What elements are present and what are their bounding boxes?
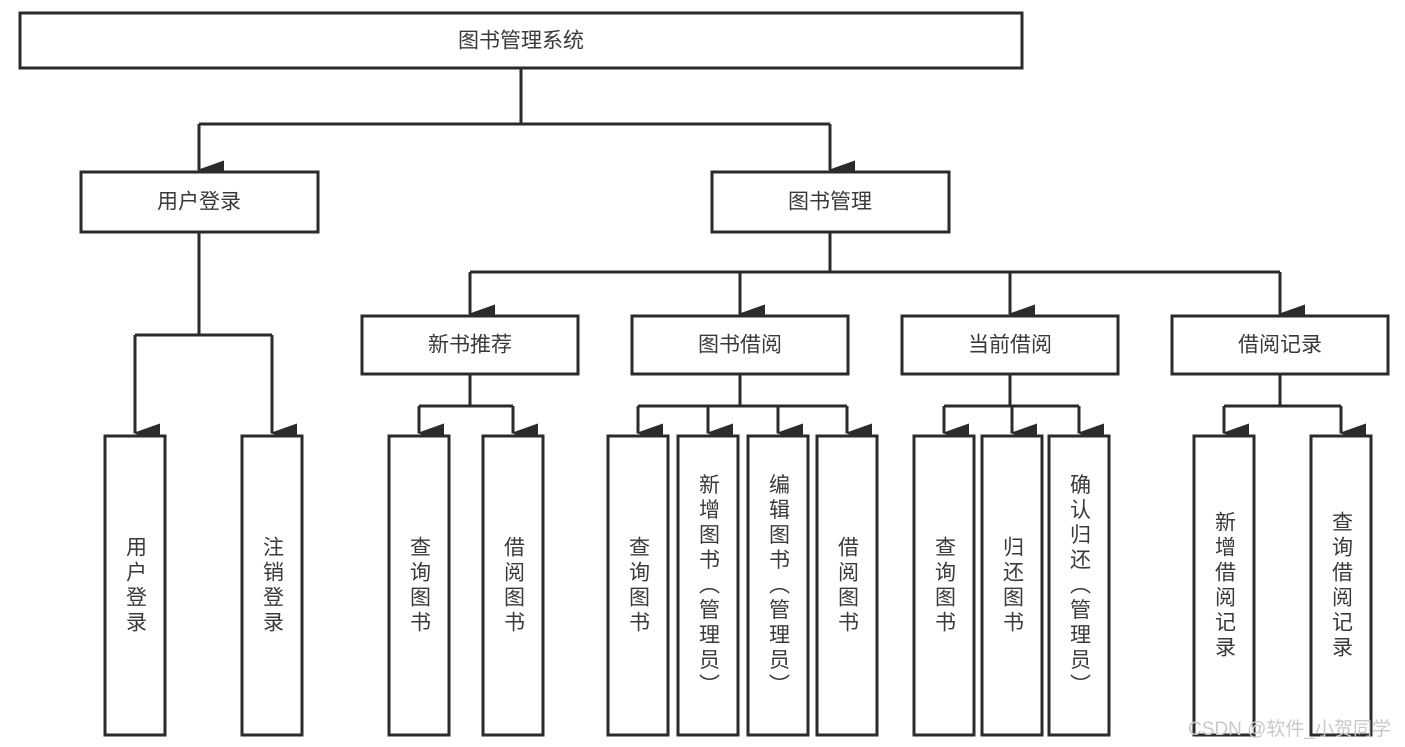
node-current-borrow-label: 当前借阅: [968, 334, 1052, 357]
node-user-login[interactable]: 用户登录: [79, 170, 320, 234]
leaf-node[interactable]: 借阅图书: [815, 434, 879, 737]
leaf-query-book-2-label: 查询图书: [627, 536, 651, 636]
leaf-add-book-label: 新增图书（管理员）: [697, 474, 721, 699]
node-book-management-box[interactable]: [710, 170, 951, 234]
leaf-node[interactable]: 编辑图书（管理员）: [746, 434, 810, 737]
node-current-borrow[interactable]: 当前借阅: [900, 314, 1120, 376]
node-borrow-record[interactable]: 借阅记录: [1170, 314, 1390, 376]
leaf-borrow-book-2-label: 借阅图书: [836, 536, 860, 636]
node-root-box[interactable]: [18, 11, 1024, 70]
leaf-add-record-box[interactable]: [1192, 434, 1256, 737]
leaf-node[interactable]: 借阅图书: [481, 434, 545, 737]
node-new-book-recommend[interactable]: 新书推荐: [360, 314, 580, 376]
leaf-query-book-2-box[interactable]: [606, 434, 670, 737]
leaf-node[interactable]: 注销登录: [240, 434, 304, 737]
leaf-add-record-label: 新增借阅记录: [1213, 511, 1237, 661]
node-user-login-label: 用户登录: [157, 191, 241, 214]
leaf-return-book-box[interactable]: [980, 434, 1044, 737]
leaf-query-book-1-label: 查询图书: [408, 536, 432, 636]
leaf-node[interactable]: 归还图书: [980, 434, 1044, 737]
leaf-node[interactable]: 查询图书: [387, 434, 451, 737]
node-root[interactable]: 图书管理系统: [18, 11, 1024, 70]
node-book-management[interactable]: 图书管理: [710, 170, 951, 234]
leaf-node[interactable]: 确认归还（管理员）: [1047, 434, 1111, 737]
leaf-node[interactable]: 用户登录: [103, 434, 167, 737]
node-book-borrow-label: 图书借阅: [698, 334, 782, 357]
leaf-query-record-box[interactable]: [1309, 434, 1373, 737]
node-root-label: 图书管理系统: [458, 30, 584, 53]
leaf-node[interactable]: 查询图书: [912, 434, 976, 737]
node-book-borrow[interactable]: 图书借阅: [630, 314, 850, 376]
leaf-query-record-label: 查询借阅记录: [1330, 511, 1354, 661]
leaf-node[interactable]: 查询图书: [606, 434, 670, 737]
leaf-add-book-box[interactable]: [676, 434, 740, 737]
leaf-borrow-book-1-box[interactable]: [481, 434, 545, 737]
leaf-query-book-3-box[interactable]: [912, 434, 976, 737]
leaf-node[interactable]: 查询借阅记录: [1309, 434, 1373, 737]
leaf-user-logout-label: 注销登录: [261, 536, 285, 636]
csdn-watermark: CSDN @软件_小贺同学: [1188, 719, 1391, 740]
leaf-node[interactable]: 新增图书（管理员）: [676, 434, 740, 737]
node-current-borrow-box[interactable]: [900, 314, 1120, 376]
leaf-user-login-box[interactable]: [103, 434, 167, 737]
leaf-user-login-label: 用户登录: [124, 536, 148, 636]
node-new-book-recommend-label: 新书推荐: [428, 334, 512, 357]
leaf-confirm-return-box[interactable]: [1047, 434, 1111, 737]
node-new-book-recommend-box[interactable]: [360, 314, 580, 376]
leaf-return-book-label: 归还图书: [1001, 536, 1025, 636]
leaf-query-book-3-label: 查询图书: [933, 536, 957, 636]
leaf-edit-book-label: 编辑图书（管理员）: [767, 474, 791, 699]
node-book-management-label: 图书管理: [788, 191, 872, 214]
node-borrow-record-label: 借阅记录: [1238, 334, 1322, 357]
leaf-query-book-1-box[interactable]: [387, 434, 451, 737]
leaf-borrow-book-2-box[interactable]: [815, 434, 879, 737]
leaf-user-logout-box[interactable]: [240, 434, 304, 737]
leaf-edit-book-box[interactable]: [746, 434, 810, 737]
leaf-node[interactable]: 新增借阅记录: [1192, 434, 1256, 737]
node-borrow-record-box[interactable]: [1170, 314, 1390, 376]
connector-layer: [133, 68, 1367, 443]
node-user-login-box[interactable]: [79, 170, 320, 234]
node-book-borrow-box[interactable]: [630, 314, 850, 376]
leaf-confirm-return-label: 确认归还（管理员）: [1068, 474, 1092, 699]
leaf-borrow-book-1-label: 借阅图书: [502, 536, 526, 636]
